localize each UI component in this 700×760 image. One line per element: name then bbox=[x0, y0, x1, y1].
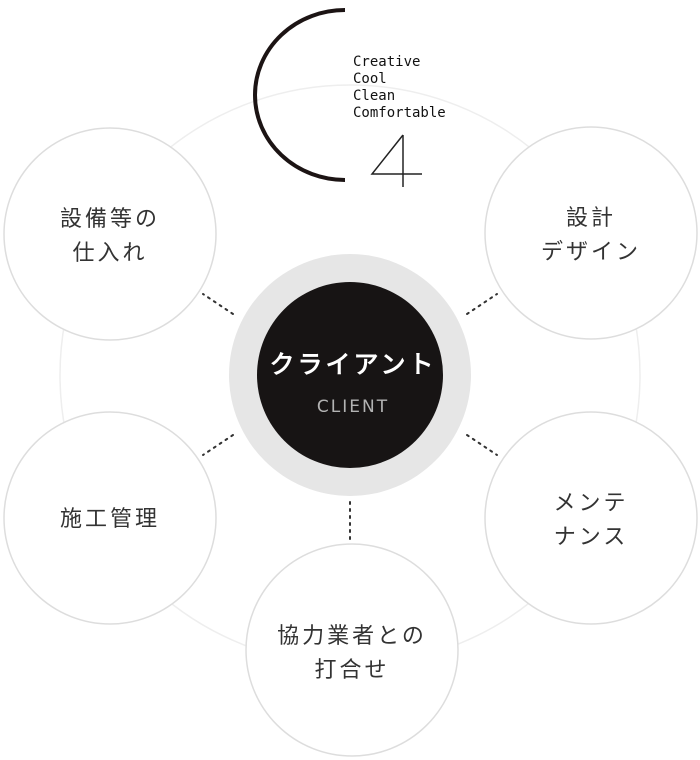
logo: Creative Cool Clean Comfortable bbox=[253, 8, 446, 187]
node-procurement: 設備等の 仕入れ bbox=[3, 127, 217, 341]
connector-construction bbox=[202, 434, 234, 456]
node-procurement-line-2: 仕入れ bbox=[72, 241, 147, 266]
node-partners-line-1: 協力業者との bbox=[277, 624, 427, 649]
connector-maintenance bbox=[466, 434, 498, 456]
connectors bbox=[202, 293, 498, 541]
center-client-node: クライアント CLIENT bbox=[229, 254, 471, 496]
node-construction-line-1: 施工管理 bbox=[60, 507, 160, 532]
center-label-en: CLIENT bbox=[317, 397, 389, 417]
node-construction: 施工管理 bbox=[3, 411, 217, 625]
node-design: 設計 デザイン bbox=[484, 126, 698, 340]
node-maintenance-line-2: ナンス bbox=[554, 525, 629, 550]
logo-tagline-creative: Creative bbox=[353, 54, 420, 70]
node-design-line-2: デザイン bbox=[541, 240, 641, 265]
logo-numeral-4 bbox=[370, 134, 422, 187]
node-maintenance: メンテ ナンス bbox=[484, 411, 698, 625]
logo-c-mark bbox=[253, 8, 346, 182]
node-design-line-1: 設計 bbox=[566, 206, 616, 231]
center-inner-circle bbox=[257, 282, 443, 468]
logo-tagline-comfortable: Comfortable bbox=[353, 105, 446, 121]
center-label-jp: クライアント bbox=[269, 350, 436, 379]
node-procurement-line-1: 設備等の bbox=[60, 207, 160, 232]
connector-design bbox=[466, 293, 498, 315]
connector-procurement bbox=[202, 293, 234, 315]
node-maintenance-line-1: メンテ bbox=[553, 491, 628, 516]
logo-tagline-clean: Clean bbox=[353, 88, 395, 104]
node-partners: 協力業者との 打合せ bbox=[245, 543, 459, 757]
node-partners-line-2: 打合せ bbox=[314, 658, 389, 683]
logo-tagline-cool: Cool bbox=[353, 71, 387, 87]
